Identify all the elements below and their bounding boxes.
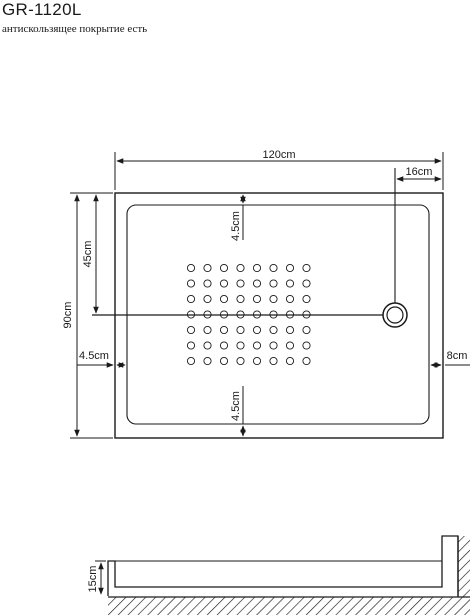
anti-slip-dot — [203, 279, 212, 288]
floor-hatch — [108, 597, 470, 615]
anti-slip-dots — [186, 263, 311, 366]
anti-slip-dot — [219, 356, 229, 366]
anti-slip-dot — [203, 341, 212, 350]
anti-slip-dot — [186, 294, 196, 304]
anti-slip-dot — [219, 294, 229, 304]
drain-icon — [382, 302, 408, 328]
anti-slip-dot — [219, 341, 229, 350]
anti-slip-note: антискользящее покрытие есть — [2, 23, 148, 35]
anti-slip-dot — [285, 263, 295, 273]
right-margin-label: 8cm — [447, 350, 468, 362]
anti-slip-dot — [285, 341, 295, 350]
anti-slip-dot — [252, 279, 262, 288]
anti-slip-dot — [285, 279, 295, 288]
anti-slip-dot — [236, 356, 245, 366]
right-margin-dimension: 8cm — [430, 350, 470, 368]
anti-slip-dot — [302, 325, 311, 335]
anti-slip-dot — [252, 341, 262, 350]
anti-slip-dot — [186, 263, 196, 273]
anti-slip-dot — [186, 356, 196, 366]
drain-offset-label: 16cm — [406, 166, 433, 178]
anti-slip-dot — [186, 325, 196, 335]
anti-slip-dot — [302, 294, 311, 304]
anti-slip-dot — [285, 294, 295, 304]
anti-slip-dot — [302, 356, 311, 366]
anti-slip-dot — [269, 294, 278, 304]
left-margin-label: 4.5cm — [79, 350, 109, 362]
height-dimension: 90cm — [62, 192, 113, 439]
anti-slip-dot — [203, 325, 212, 335]
anti-slip-dot — [186, 341, 196, 350]
top-margin-label: 4.5cm — [230, 211, 242, 241]
anti-slip-dot — [186, 279, 196, 288]
anti-slip-dot — [219, 279, 229, 288]
anti-slip-dot — [203, 263, 212, 273]
anti-slip-dot — [219, 263, 229, 273]
bottom-margin-label: 4.5cm — [230, 391, 242, 421]
anti-slip-dot — [236, 294, 245, 304]
side-profile — [107, 535, 470, 615]
anti-slip-dot — [236, 263, 245, 273]
width-label: 120cm — [262, 149, 295, 161]
anti-slip-dot — [252, 294, 262, 304]
anti-slip-dot — [252, 263, 262, 273]
anti-slip-dot — [236, 325, 245, 335]
anti-slip-dot — [236, 279, 245, 288]
top-margin-dimension: 4.5cm — [230, 194, 246, 241]
anti-slip-dot — [302, 341, 311, 350]
drain-offset-dimension: 16cm — [396, 166, 442, 182]
anti-slip-dot — [285, 325, 295, 335]
anti-slip-dot — [219, 325, 229, 335]
bottom-margin-dimension: 4.5cm — [230, 386, 246, 437]
left-margin-dimension: 4.5cm — [77, 350, 126, 368]
anti-slip-dot — [269, 279, 278, 288]
model-title: GR-1120L — [2, 0, 82, 19]
profile-height-label: 15cm — [87, 566, 99, 593]
anti-slip-dot — [252, 325, 262, 335]
wall-hatch — [458, 536, 470, 597]
anti-slip-dot — [269, 325, 278, 335]
anti-slip-dot — [203, 356, 212, 366]
anti-slip-dot — [285, 356, 295, 366]
height-label: 90cm — [62, 302, 74, 329]
anti-slip-dot — [269, 356, 278, 366]
drain-height-dimension: 45cm — [82, 194, 99, 314]
anti-slip-dot — [269, 263, 278, 273]
anti-slip-dot — [252, 356, 262, 366]
width-dimension: 120cm — [114, 149, 444, 190]
anti-slip-dot — [302, 263, 311, 273]
anti-slip-dot — [302, 279, 311, 288]
profile-height-dimension: 15cm — [87, 560, 106, 595]
anti-slip-dot — [203, 294, 212, 304]
anti-slip-dot — [269, 341, 278, 350]
drain-height-label: 45cm — [82, 241, 94, 268]
anti-slip-dot — [236, 341, 245, 350]
